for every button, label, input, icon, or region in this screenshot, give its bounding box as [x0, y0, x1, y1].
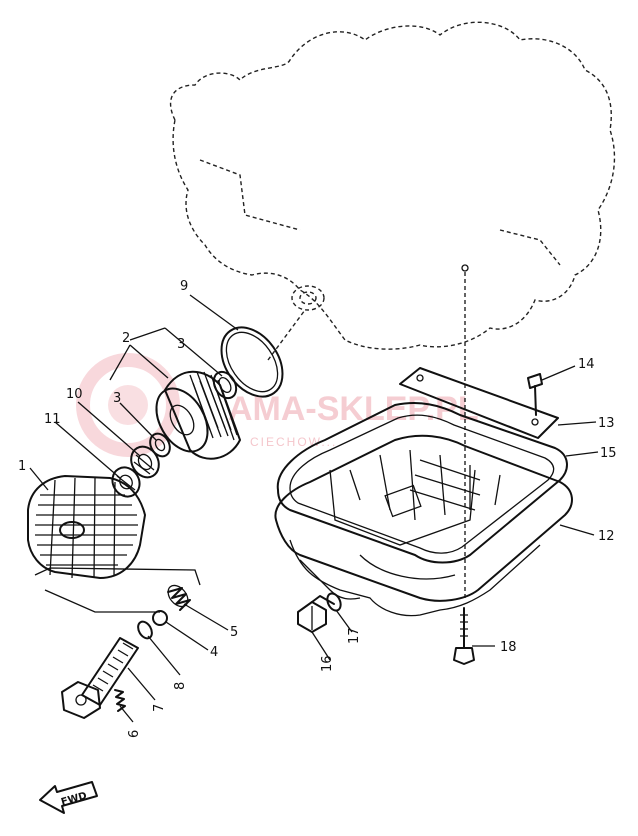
engine-detail-line: [199, 159, 301, 231]
alignment-point: [461, 264, 469, 272]
callout-4: 4: [210, 645, 218, 660]
callout-3-lower: 3: [113, 391, 121, 406]
engine-filter-mount-inner: [299, 291, 317, 305]
alignment-line: [267, 309, 306, 361]
callout-14: 14: [578, 357, 595, 372]
bolt-part-18: [453, 607, 475, 665]
plate-part-13: [399, 367, 559, 439]
gasket-part-15: [276, 402, 568, 564]
callout-1: 1: [18, 459, 26, 474]
bracket-line: [34, 567, 201, 586]
bracket-line: [44, 589, 160, 613]
callout-labels: 1 2 3 3 10 11 9 5 4 8 7 6 16 17 18 12 13…: [18, 279, 617, 738]
forward-direction-arrow: FWD: [39, 781, 98, 814]
filter-cover-part-1: [27, 475, 146, 579]
callout-18: 18: [500, 640, 517, 655]
engine-outline: [169, 21, 616, 350]
engine-detail-line: [499, 229, 561, 266]
fwd-label: FWD: [60, 790, 88, 808]
callout-9: 9: [180, 279, 188, 294]
engine-filter-mount: [291, 285, 325, 311]
o-ring-part-8: [137, 620, 153, 640]
callout-7: 7: [152, 704, 167, 712]
ball-part-4: [152, 610, 168, 626]
callout-15: 15: [600, 446, 617, 461]
callout-5: 5: [230, 625, 238, 640]
callout-16: 16: [320, 655, 335, 672]
callout-10: 10: [66, 387, 83, 402]
callout-2: 2: [122, 331, 130, 346]
callout-6: 6: [127, 730, 142, 738]
watermark-tagline: CIECHOW...: [250, 435, 337, 449]
callout-12: 12: [598, 529, 615, 544]
callout-3-upper: 3: [177, 337, 185, 352]
spring-part-6: [114, 689, 126, 712]
leader-lines: [29, 294, 599, 723]
drain-plug-part-16: [297, 595, 335, 633]
callout-11: 11: [44, 412, 61, 427]
oil-filter-element-part-2: [155, 370, 241, 460]
callout-13: 13: [598, 416, 615, 431]
gasket-part-17: [326, 592, 342, 612]
oil-pan-part-12: [274, 434, 573, 617]
callout-8: 8: [173, 682, 188, 690]
callout-17: 17: [347, 627, 362, 644]
union-bolt-part-7: [61, 637, 139, 719]
washer-part-10: [130, 445, 160, 479]
